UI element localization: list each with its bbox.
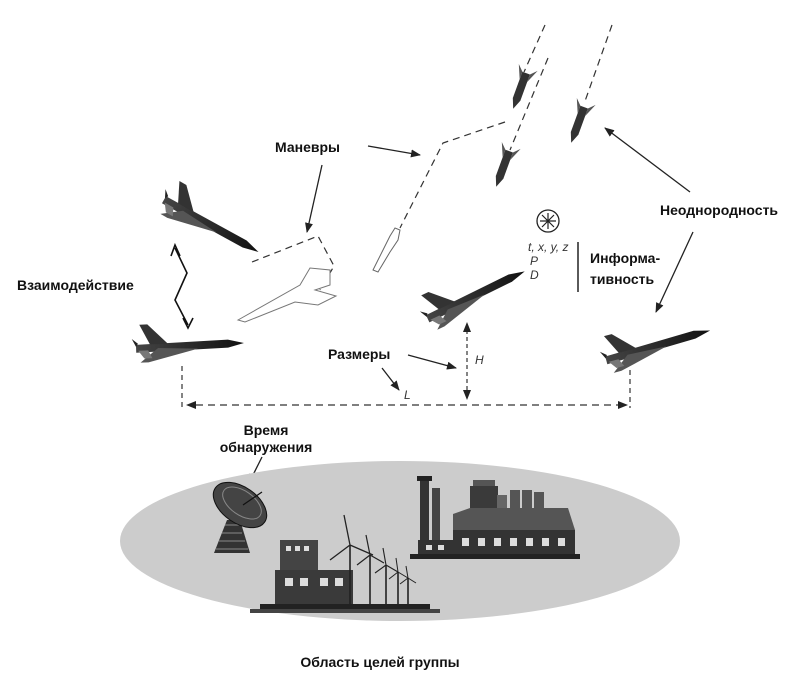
arrow-maneuvers-right [367, 145, 421, 158]
factory-icon [410, 476, 580, 559]
label-interaction: Взаимодействие [17, 277, 134, 293]
arrow-heterogeneity-down [655, 231, 694, 313]
maneuver-trajectory [399, 121, 506, 229]
arrow-maneuvers-down [305, 164, 323, 233]
label-detection-time-2: обнаружения [220, 439, 313, 455]
label-informativeness-2: тивность [590, 271, 655, 287]
interaction-arrowhead-bottom [182, 317, 194, 330]
label-maneuvers: Маневры [275, 139, 340, 155]
symbol-coords: t, x, y, z [528, 240, 568, 254]
label-informativeness-1: Информа- [590, 250, 660, 266]
radar-dish-icon [212, 481, 268, 553]
symbol-d: D [530, 268, 539, 282]
arrow-heterogeneity-up [604, 127, 691, 193]
power-plant-icon [250, 540, 440, 613]
outline-missile-silhouette [372, 227, 401, 273]
label-group-target-area: Область целей группы [300, 654, 459, 670]
label-detection-time-1: Время [244, 422, 289, 438]
label-sizes: Размеры [328, 346, 390, 362]
missile-1 [503, 64, 538, 113]
symbol-height: H [475, 353, 484, 367]
aircraft-right [596, 309, 715, 375]
missile-3 [561, 98, 596, 147]
group-target-area-ellipse [120, 461, 680, 621]
interaction-arrowhead-top [170, 242, 181, 257]
label-heterogeneity: Неоднородность [660, 202, 778, 218]
missile-trail-2 [509, 57, 549, 151]
interaction-link [174, 247, 189, 326]
symbol-p: P [530, 254, 538, 268]
missile-trail-3 [583, 24, 613, 105]
length-arrowhead-right [618, 401, 628, 409]
aircraft-upper-left [153, 176, 270, 266]
aircraft-center [413, 251, 532, 334]
outline-aircraft-silhouette [236, 267, 338, 323]
sensor-icon [536, 209, 560, 233]
wind-turbines-icon [329, 514, 417, 604]
arrow-sizes-height [407, 354, 457, 370]
arrow-sizes-length [381, 367, 400, 391]
height-arrowhead-bottom [463, 390, 471, 400]
missile-2 [486, 142, 521, 191]
symbol-length: L [404, 388, 411, 402]
missile-trail-1 [523, 24, 546, 73]
length-arrowhead-left [186, 401, 196, 409]
height-arrowhead-top [463, 322, 471, 332]
maneuver-path-jet [251, 235, 335, 291]
